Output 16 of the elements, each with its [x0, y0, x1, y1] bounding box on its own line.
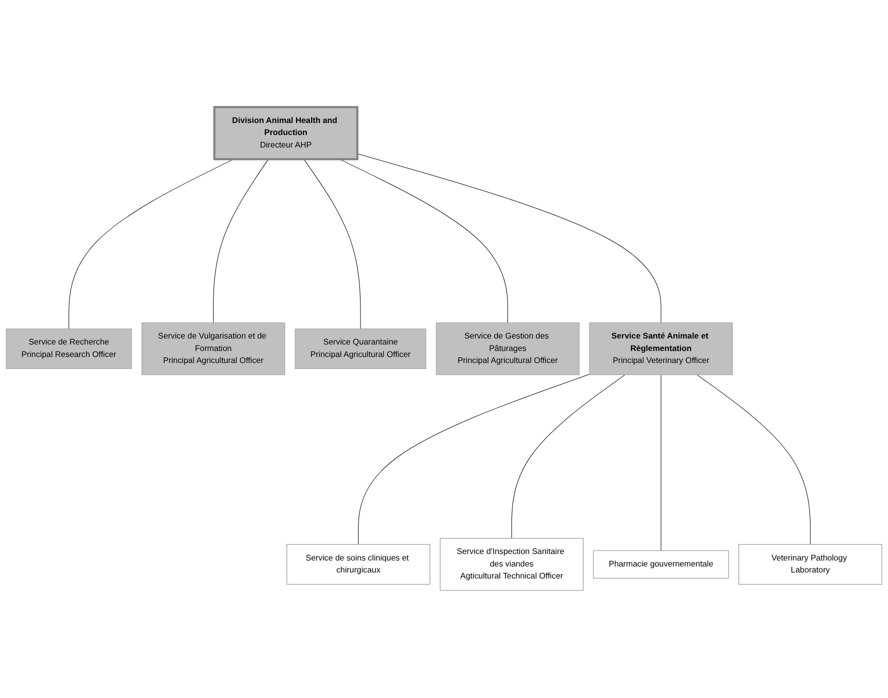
node-box: Service Santé Animale et Règlementation Principal Veterinary Officer	[589, 322, 733, 376]
node-box: Service de Vulgarisation et de Formation Principal Agricultural Officer	[142, 322, 286, 376]
node-box: Service de soins cliniques et chirurgicaux	[286, 544, 430, 585]
connector	[213, 159, 269, 324]
node-box: Veterinary Pathology Laboratory	[738, 544, 882, 585]
node-box: Service de Recherche Principal Research Officer	[6, 328, 132, 370]
connector	[357, 154, 662, 324]
node-box: Service d'Inspection Sanitaire des viandes Agticultural Technical Officer	[440, 538, 584, 591]
connector	[304, 159, 361, 330]
node-box: Division Animal Health and Production Directeur AHP	[213, 106, 358, 160]
node-box: Pharmacie gouvernementale	[593, 550, 729, 579]
connector	[696, 374, 811, 545]
node-box: Service de Gestion des Pâturages Principal Agricultural Officer	[436, 322, 580, 376]
node-box: Service Quarantaine Principal Agricultural Officer	[294, 328, 426, 370]
connector	[358, 374, 590, 545]
connector	[511, 374, 626, 539]
